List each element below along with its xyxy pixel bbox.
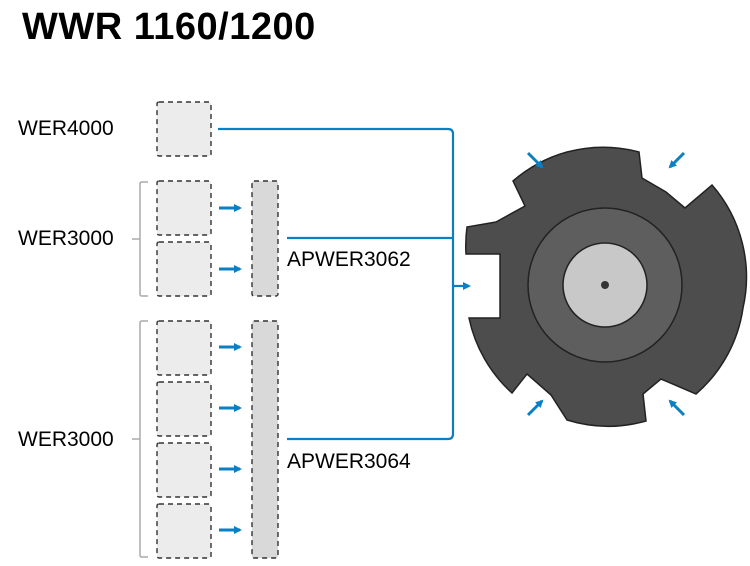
group-label-wer4000: WER4000 — [18, 117, 114, 140]
slot-wer3000-lower-4 — [156, 503, 212, 559]
bracket-wer3000-upper — [132, 181, 148, 297]
arrow-hub-top-left — [526, 151, 544, 169]
arrow-hub-bottom-left — [526, 399, 544, 417]
adapter-apwer3062 — [251, 180, 279, 297]
hub — [465, 146, 748, 427]
slot-wer3000-lower-3 — [156, 442, 212, 498]
slot-wer4000 — [156, 101, 212, 157]
slot-wer3000-upper-2 — [156, 241, 212, 297]
hub-center-dot — [601, 281, 609, 289]
slot-wer3000-upper-1 — [156, 180, 212, 236]
group-label-wer3000-lower: WER3000 — [18, 428, 114, 451]
feed-line-wer4000 — [218, 127, 455, 441]
arrow-hub-bottom-right — [668, 399, 686, 417]
adapter-label-apwer3064: APWER3064 — [287, 450, 411, 473]
bracket-wer3000-lower — [132, 320, 148, 558]
slot-wer3000-lower-1 — [156, 320, 212, 376]
adapter-apwer3064 — [251, 320, 279, 559]
group-label-wer3000-upper: WER3000 — [18, 227, 114, 250]
arrow-hub-top-right — [668, 151, 686, 169]
adapter-label-apwer3062: APWER3062 — [287, 248, 411, 271]
slot-wer3000-lower-2 — [156, 381, 212, 437]
diagram-title: WWR 1160/1200 — [22, 6, 316, 48]
